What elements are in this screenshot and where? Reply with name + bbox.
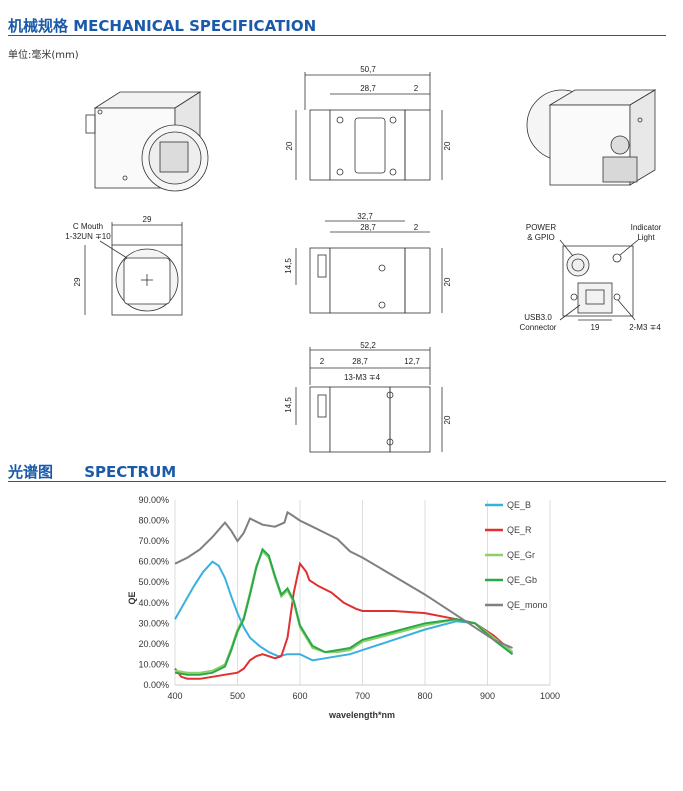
dim-front-width: 29: [143, 215, 152, 224]
usb-connector-label: Connector: [520, 323, 557, 332]
chart-axes: 400 500 600 700 800 900 1000 0.00% 10.00% 20.00% 3…: [138, 495, 560, 701]
dim-mid-right-h: 20: [443, 277, 452, 286]
y-tick-label: 10.00%: [138, 659, 169, 669]
dim-bot-body: 28,7: [352, 357, 368, 366]
x-axis-label: wavelength*nm: [328, 710, 395, 720]
x-tick-label: 900: [480, 691, 495, 701]
dim-usb-width: 19: [591, 323, 600, 332]
dim-mid-lens: 2: [414, 223, 419, 232]
usb-label: USB3.0: [524, 313, 552, 322]
qe-spectrum-chart: 400 500 600 700 800 900 1000 0.00% 10.00% 20.00% 3…: [127, 495, 560, 720]
camera-top-view-drawing: [295, 72, 443, 181]
series-line-qe_gb: [174, 547, 514, 676]
dim-top-right-h: 20: [443, 141, 452, 150]
x-tick-label: 400: [167, 691, 182, 701]
dim-front-height: 29: [73, 277, 82, 286]
dim-bot-right-h: 20: [443, 415, 452, 424]
y-tick-label: 90.00%: [138, 495, 169, 505]
camera-back-panel-drawing: [559, 239, 639, 321]
spectrum-title-cn: 光谱图: [8, 463, 54, 481]
mechanical-section-title: 机械规格 MECHANICAL SPECIFICATION: [8, 17, 317, 35]
series-line-qe_r: [174, 561, 514, 680]
x-tick-label: 1000: [540, 691, 560, 701]
mechanical-title-rule: [8, 35, 666, 36]
dim-top-lens: 2: [414, 84, 419, 93]
y-tick-label: 80.00%: [138, 516, 169, 526]
power-label: POWER: [526, 223, 556, 232]
x-tick-label: 700: [355, 691, 370, 701]
dim-mid-total: 32,7: [357, 212, 373, 221]
indicator-light-label: Light: [637, 233, 655, 242]
y-tick-label: 40.00%: [138, 598, 169, 608]
y-tick-label: 60.00%: [138, 557, 169, 567]
spectrum-title-en: SPECTRUM: [84, 463, 177, 481]
m3-label: 2-M3 ∓4: [629, 323, 661, 332]
dim-top-body: 28,7: [360, 84, 376, 93]
gpio-label: & GPIO: [527, 233, 555, 242]
camera-iso-back-image: [526, 89, 657, 186]
spectrum-section-title: 光谱图 SPECTRUM: [8, 461, 176, 482]
legend-label: QE_B: [507, 500, 531, 510]
x-tick-label: 800: [417, 691, 432, 701]
dim-top-left-h: 20: [285, 141, 294, 150]
bot-thread-note: 13-M3 ∓4: [344, 373, 381, 382]
camera-iso-front-image: [85, 91, 209, 192]
camera-bottom-view-drawing: [295, 347, 443, 453]
legend-label: QE_Gb: [507, 575, 537, 585]
dim-bot-c: 12,7: [404, 357, 420, 366]
dim-bot-a: 2: [320, 357, 325, 366]
series-line-qe_b: [174, 560, 514, 662]
unit-label: 单位:毫米(mm): [8, 50, 79, 61]
y-tick-label: 70.00%: [138, 536, 169, 546]
legend-label: QE_R: [507, 525, 532, 535]
camera-side-view-drawing: [295, 220, 443, 314]
camera-front-view-drawing: [84, 222, 183, 316]
dim-bot-total: 52,2: [360, 341, 376, 350]
chart-grid: [174, 500, 551, 685]
y-tick-label: 30.00%: [138, 618, 169, 628]
dim-mid-left-h: 14,5: [284, 258, 293, 274]
y-tick-label: 50.00%: [138, 577, 169, 587]
spectrum-title-rule: [8, 481, 666, 482]
y-axis-label: QE: [127, 591, 137, 604]
dim-top-total: 50,7: [360, 65, 376, 74]
y-tick-label: 0.00%: [143, 680, 169, 690]
mechanical-drawings: 50,7 28,7 2 20 20 29 29 C Mouth 1-32UN ∓…: [65, 65, 662, 453]
legend-label: QE_Gr: [507, 550, 535, 560]
y-tick-label: 20.00%: [138, 639, 169, 649]
c-mouth-thread-label: 1-32UN ∓10: [65, 232, 111, 241]
x-tick-label: 500: [230, 691, 245, 701]
series-line-qe_mono: [174, 510, 513, 649]
legend-label: QE_mono: [507, 600, 548, 610]
indicator-label: Indicator: [631, 223, 662, 232]
chart-series: [174, 510, 514, 680]
x-tick-label: 600: [292, 691, 307, 701]
c-mouth-label: C Mouth: [73, 222, 103, 231]
dim-mid-body: 28,7: [360, 223, 376, 232]
dim-bot-left-h: 14,5: [284, 397, 293, 413]
